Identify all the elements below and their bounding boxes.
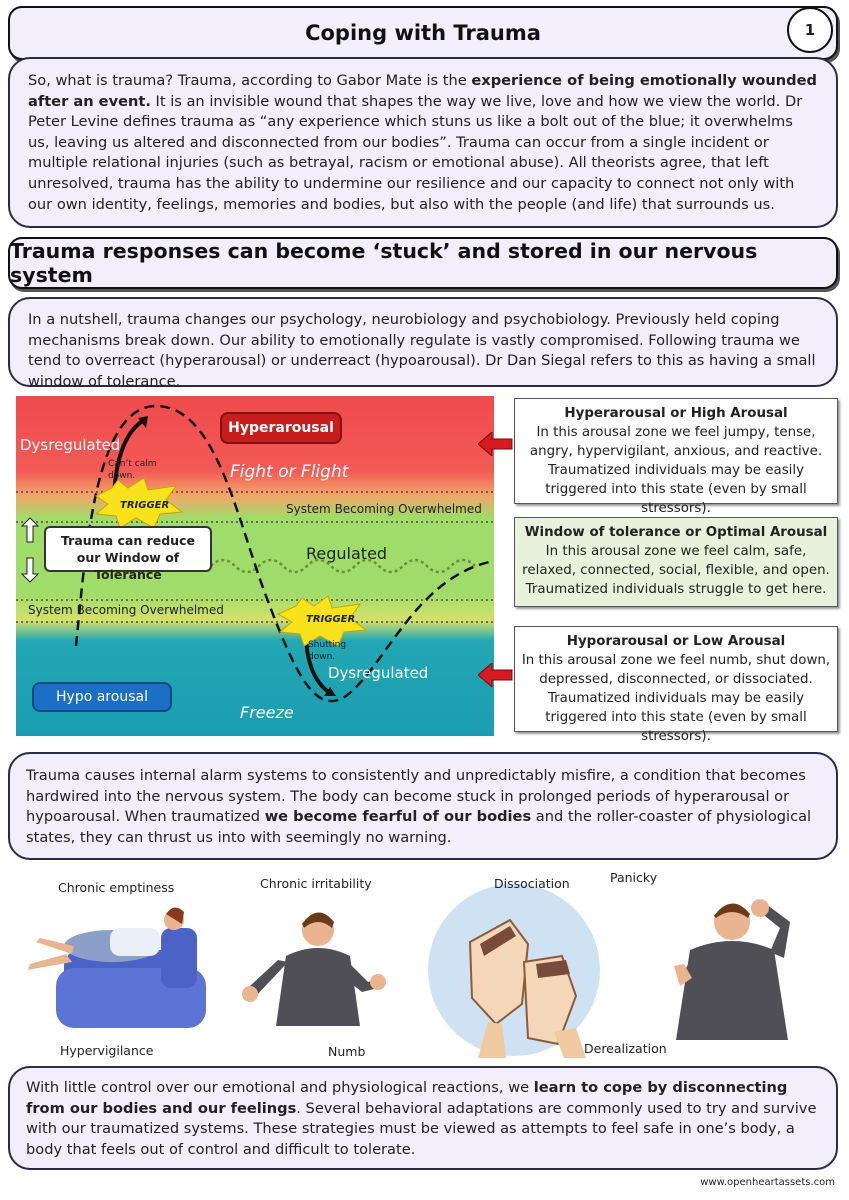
- hypervigilance-label: Hypervigilance: [60, 1043, 154, 1058]
- nutshell-text: In a nutshell, trauma changes our psycho…: [28, 311, 816, 390]
- window-of-tolerance-diagram: Dysregulated Can’t calm down. Hyperarous…: [16, 396, 494, 736]
- intro-text-bold: experience of being emotionally wounded …: [28, 72, 817, 110]
- intro-text-a: So, what is trauma? Trauma, according to…: [28, 72, 472, 89]
- illustrations-row: Chronic emptiness Chronic irritability D…: [0, 868, 849, 1062]
- regulated-label: Regulated: [306, 544, 388, 563]
- intro-box: So, what is trauma? Trauma, according to…: [8, 57, 838, 228]
- hyperarousal-card: Hyperarousal or High Arousal In this aro…: [514, 398, 838, 516]
- cant-calm-label: Can’t calm down.: [108, 459, 157, 481]
- fight-or-flight-label: Fight or Flight: [230, 462, 349, 482]
- window-box: Trauma can reduce our Window of Toleranc…: [44, 526, 212, 582]
- card-body: In this arousal zone we feel calm, safe,…: [522, 544, 830, 597]
- system-overwhelmed-bottom-label: System Becoming Overwhelmed: [28, 603, 224, 617]
- trigger-top-label: TRIGGER: [120, 500, 170, 511]
- section-title-text: Trauma responses can become ‘stuck’ and …: [10, 239, 758, 287]
- system-overwhelmed-top-label: System Becoming Overwhelmed: [286, 502, 482, 516]
- derealization-label: Derealization: [584, 1041, 667, 1056]
- coping-box: With little control over our emotional a…: [8, 1066, 838, 1170]
- page-number: 1: [787, 7, 833, 53]
- hyperarousal-pill: Hyperarousal: [220, 412, 342, 444]
- card-heading: Hyporarousal or Low Arousal: [566, 634, 786, 649]
- alarm-text-bold: we become fearful of our bodies: [264, 808, 532, 826]
- arrow-icon: [478, 432, 513, 456]
- section-title: Trauma responses can become ‘stuck’ and …: [8, 237, 838, 289]
- numb-label: Numb: [328, 1044, 366, 1059]
- card-body: In this arousal zone we feel jumpy, tens…: [529, 425, 823, 516]
- coping-text-b: . Several behavioral adaptations are com…: [26, 1099, 817, 1158]
- coping-text-a: With little control over our emotional a…: [26, 1079, 534, 1096]
- card-heading: Window of tolerance or Optimal Arousal: [524, 525, 828, 540]
- freeze-label: Freeze: [240, 703, 294, 722]
- woman-on-couch-illustration: [28, 907, 206, 1028]
- card-heading: Hyperarousal or High Arousal: [564, 406, 788, 421]
- arrow-icon: [478, 663, 513, 687]
- chronic-irritability-label: Chronic irritability: [260, 876, 372, 891]
- alarm-text-b: and the roller-coaster of physiological …: [26, 808, 812, 846]
- dysregulated-top-label: Dysregulated: [20, 436, 121, 454]
- hypo-arousal-pill: Hypo arousal: [32, 682, 172, 712]
- window-of-tolerance-card: Window of tolerance or Optimal Arousal I…: [514, 517, 838, 607]
- alarm-text-a: Trauma causes internal alarm systems to …: [26, 767, 806, 826]
- dysregulated-bottom-label: Dysregulated: [328, 664, 429, 682]
- masks-illustration: [428, 884, 600, 1058]
- page-title: Coping with Trauma: [305, 21, 541, 45]
- nutshell-box: In a nutshell, trauma changes our psycho…: [8, 297, 838, 390]
- hypoarousal-card: Hyporarousal or Low Arousal In this arou…: [514, 626, 838, 744]
- chronic-emptiness-label: Chronic emptiness: [58, 880, 175, 895]
- trigger-bottom-label: TRIGGER: [306, 614, 356, 625]
- shutting-down-label: Shutting down.: [308, 640, 347, 662]
- card-body: In this arousal zone we feel numb, shut …: [521, 653, 831, 744]
- panicky-man-illustration: [674, 899, 790, 1040]
- coping-text-bold: learn to cope by disconnecting from our …: [26, 1079, 788, 1117]
- intro-text-b: It is an invisible wound that shapes the…: [28, 92, 803, 213]
- dissociation-label: Dissociation: [494, 876, 570, 891]
- footer-url: www.openheartassets.com: [700, 1177, 835, 1188]
- page-title-box: Coping with Trauma: [8, 6, 838, 60]
- irritated-man-illustration: [242, 912, 386, 1026]
- alarm-box: Trauma causes internal alarm systems to …: [8, 752, 838, 860]
- panicky-label: Panicky: [610, 870, 658, 885]
